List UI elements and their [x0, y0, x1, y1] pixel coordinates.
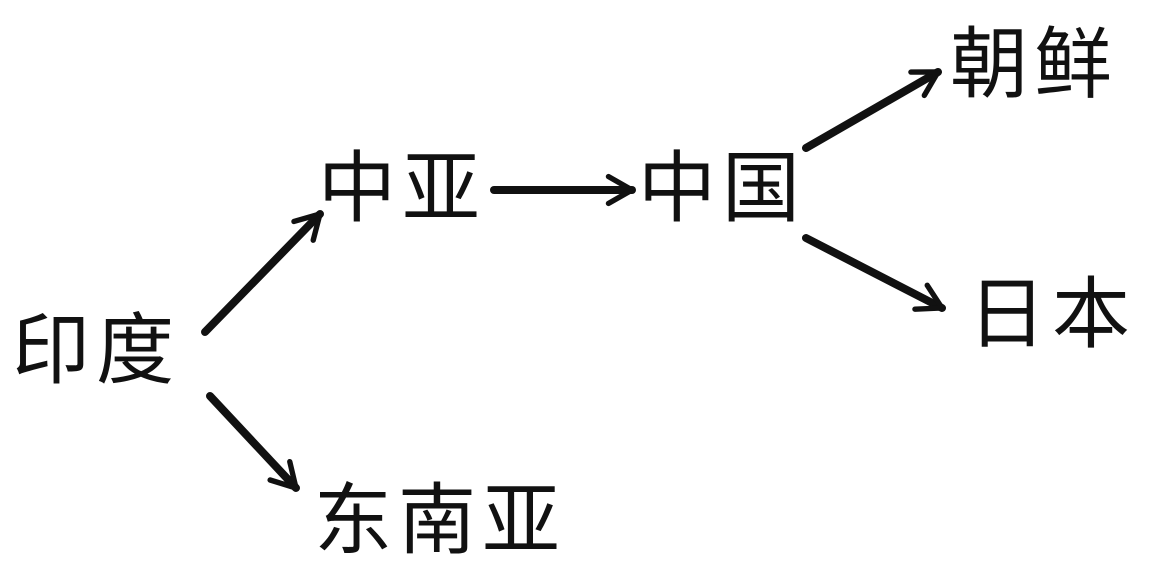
arrow-china-to-korea: [802, 68, 942, 152]
node-southeast-asia: 东南亚: [314, 476, 567, 566]
arrow-india-to-southeast-asia: [206, 392, 300, 492]
node-india: 印度: [12, 306, 181, 396]
arrow-china-to-japan: [802, 234, 946, 312]
node-china: 中国: [638, 144, 807, 234]
node-korea: 朝鲜: [950, 20, 1119, 110]
node-central-asia: 中亚: [318, 144, 487, 234]
arrow-india-to-central-asia: [201, 210, 324, 336]
node-japan: 日本: [968, 270, 1137, 360]
